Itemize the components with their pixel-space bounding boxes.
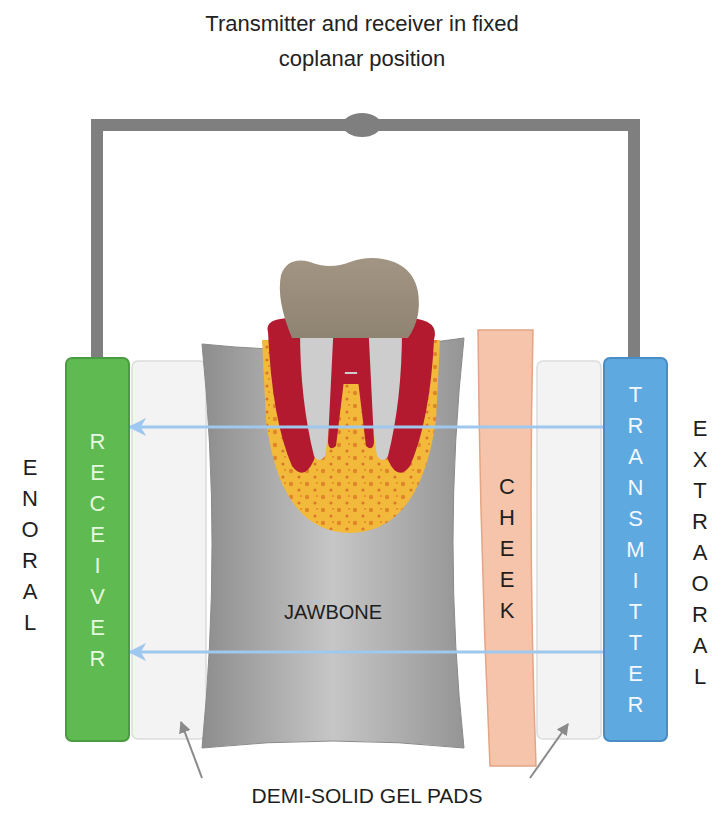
- node-text: JAWBONE: [284, 601, 382, 624]
- letter: A: [626, 441, 644, 472]
- letter: S: [626, 503, 644, 534]
- diagram-title: Transmitter and receiver in fixed coplan…: [202, 6, 522, 76]
- letter: E: [499, 564, 515, 595]
- pulp-canal: [328, 320, 374, 448]
- gel-pad: [537, 361, 601, 739]
- jawbone-shape: JAWBONE: [200, 336, 466, 750]
- letter: I: [90, 550, 106, 581]
- letter: A: [688, 630, 712, 661]
- letter: M: [626, 534, 644, 565]
- letter: E: [90, 457, 106, 488]
- leader-line: [181, 722, 202, 778]
- letter: R: [626, 410, 644, 441]
- letter: A: [688, 537, 712, 568]
- letter: R: [688, 599, 712, 630]
- letter: E: [90, 519, 106, 550]
- letter: R: [90, 643, 106, 674]
- letter: R: [18, 545, 42, 576]
- letter: L: [688, 661, 712, 692]
- letter: I: [626, 565, 644, 596]
- letter: V: [90, 581, 106, 612]
- transmitter-box: TRANSMITTER: [603, 357, 668, 742]
- side-label: ENORAL: [18, 452, 42, 638]
- gel-pad: [132, 361, 206, 739]
- letter: E: [90, 612, 106, 643]
- side-label: EXTRAORAL: [688, 413, 712, 692]
- letter: A: [18, 576, 42, 607]
- letter: C: [499, 471, 515, 502]
- letter: H: [499, 502, 515, 533]
- letter: E: [499, 533, 515, 564]
- signal-arrow: [130, 426, 603, 429]
- node-text: TRANSMITTER: [626, 379, 644, 720]
- letter: T: [626, 627, 644, 658]
- letter: T: [688, 475, 712, 506]
- cheek-band: CHEEK: [476, 328, 538, 768]
- signal-arrow: [130, 651, 603, 654]
- tooth-crown: [280, 258, 419, 338]
- letter: E: [18, 452, 42, 483]
- letter: X: [688, 444, 712, 475]
- letter: E: [626, 658, 644, 689]
- node-text: RECEIVER: [90, 426, 106, 674]
- letter: O: [18, 514, 42, 545]
- letter: T: [626, 379, 644, 410]
- letter: E: [688, 413, 712, 444]
- letter: K: [499, 595, 515, 626]
- letter: R: [90, 426, 106, 457]
- letter: R: [688, 506, 712, 537]
- node-text: CHEEK: [499, 471, 515, 626]
- letter: R: [626, 689, 644, 720]
- receiver-box: RECEIVER: [65, 357, 130, 742]
- connection-wire: [97, 125, 634, 360]
- letter: L: [18, 607, 42, 638]
- letter: O: [688, 568, 712, 599]
- cheek-outline-path: [478, 330, 536, 766]
- letter: N: [626, 472, 644, 503]
- letter: N: [18, 483, 42, 514]
- callout-label: DEMI-SOLID GEL PADS: [217, 784, 517, 808]
- letter: C: [90, 488, 106, 519]
- wire-junction: [343, 113, 381, 137]
- jawbone-outline: [200, 336, 466, 750]
- jawbone-outline-path: [202, 338, 464, 748]
- periodontal-tissue: [268, 318, 436, 473]
- letter: T: [626, 596, 644, 627]
